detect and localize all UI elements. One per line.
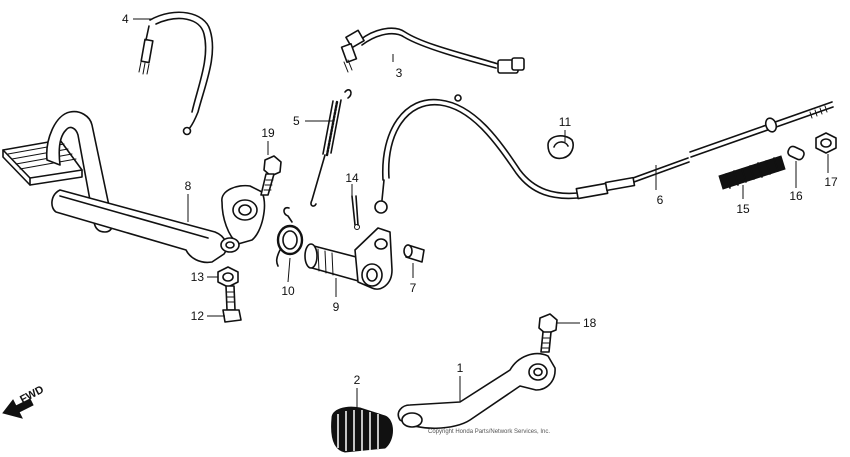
part-10-spring — [275, 206, 304, 267]
callouts: 4 3 5 11 6 15 16 17 19 8 14 10 9 7 13 12… — [122, 12, 838, 387]
callout-10: 10 — [281, 284, 295, 298]
part-8-brake-pedal — [2, 110, 266, 264]
callout-19: 19 — [261, 126, 275, 140]
part-12-bolt — [222, 285, 242, 323]
part-1-shift-pedal — [397, 352, 556, 430]
callout-17: 17 — [824, 175, 838, 189]
part-19-bolt — [260, 155, 282, 196]
callout-4: 4 — [122, 12, 129, 26]
callout-6: 6 — [657, 193, 664, 207]
callout-11: 11 — [559, 115, 572, 129]
part-3-cable — [340, 27, 525, 74]
part-18-bolt — [538, 313, 558, 353]
part-6-cable — [374, 94, 834, 214]
callout-15: 15 — [736, 202, 750, 216]
part-11-clip — [547, 135, 574, 160]
copyright-text: Copyright Honda Parts/Network Services, … — [428, 429, 550, 435]
part-13-nut — [217, 266, 239, 288]
callout-3: 3 — [396, 66, 403, 80]
part-9-shaft — [304, 227, 393, 290]
callout-16: 16 — [789, 189, 803, 203]
callout-12: 12 — [191, 309, 205, 323]
callout-8: 8 — [185, 179, 192, 193]
part-5-spring — [310, 89, 352, 207]
fwd-direction-indicator: FWD — [2, 384, 46, 419]
part-4-cable — [138, 11, 214, 136]
callout-14: 14 — [345, 171, 359, 185]
callout-13: 13 — [191, 270, 205, 284]
part-17-nut — [815, 132, 837, 154]
callout-9: 9 — [333, 300, 340, 314]
callout-7: 7 — [410, 281, 417, 295]
callout-18: 18 — [583, 316, 597, 330]
callout-2: 2 — [354, 373, 361, 387]
callout-1: 1 — [457, 361, 464, 375]
leader-lines — [133, 18, 829, 408]
part-16-pin — [787, 145, 805, 161]
part-14-pin — [351, 195, 360, 230]
callout-5: 5 — [293, 114, 300, 128]
part-2-rubber — [331, 406, 393, 453]
part-7-pin — [403, 244, 425, 263]
part-15-spring — [718, 155, 786, 190]
